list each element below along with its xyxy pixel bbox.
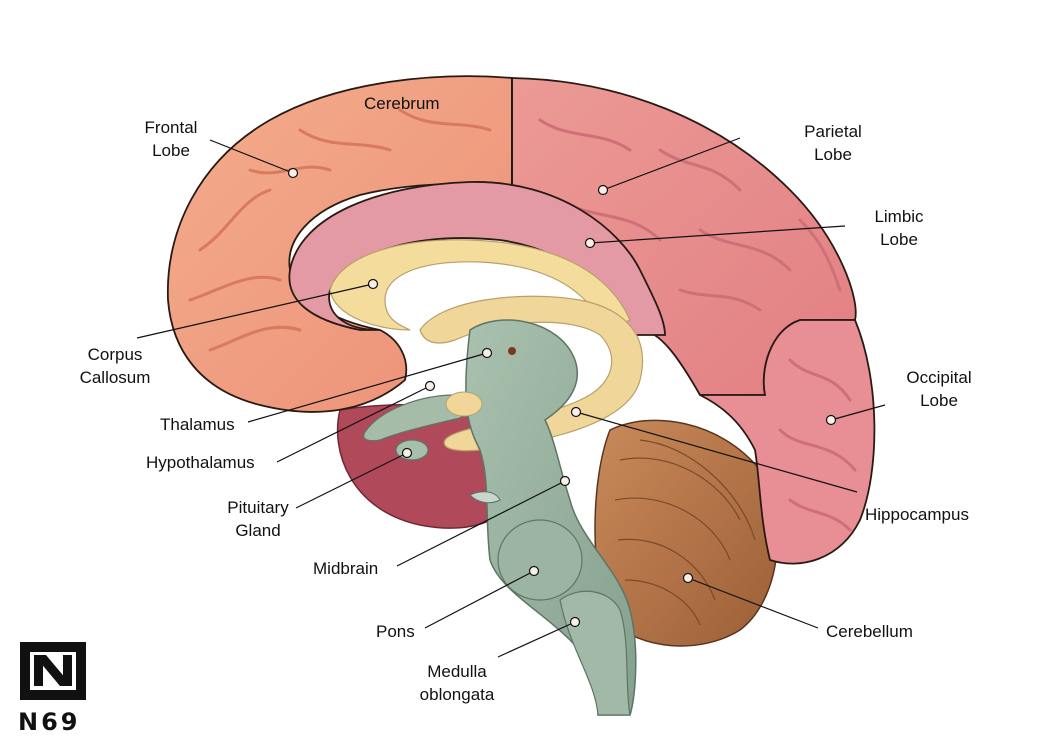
label-cerebrum: Cerebrum: [364, 94, 440, 113]
leader-lines: [136, 137, 886, 658]
label-corpus-callosum: Corpus Callosum: [79, 345, 151, 387]
frontal-gyri: [188, 108, 492, 352]
corpus-callosum-shape: [329, 239, 631, 331]
hypothalamus-stalk: [363, 394, 468, 442]
label-midbrain: Midbrain: [313, 559, 379, 578]
label-markers: [287, 167, 837, 628]
label-cerebellum: Cerebellum: [826, 622, 913, 641]
occipital-gyri: [778, 358, 857, 532]
hippocampus-shape: [419, 295, 644, 452]
label-hippocampus: Hippocampus: [865, 505, 969, 524]
logo-text: N69: [18, 708, 81, 736]
thalamus-dot: [508, 347, 516, 355]
label-medulla-oblongata: Medulla oblongata: [419, 662, 495, 704]
label-limbic-lobe: Limbic Lobe: [874, 207, 924, 249]
label-parietal-lobe: Parietal Lobe: [804, 122, 862, 164]
parietal-gyri: [538, 118, 842, 312]
nerve: [469, 491, 501, 504]
n69-logo-icon: [20, 642, 86, 700]
label-pons: Pons: [376, 622, 415, 641]
pituitary-gland-shape: [395, 439, 429, 461]
mammillary-body: [445, 391, 483, 417]
frontal-lobe-shape: [166, 75, 513, 413]
label-pituitary-gland: Pituitary Gland: [227, 498, 289, 540]
pons-shape: [497, 519, 583, 601]
label-hypothalamus: Hypothalamus: [146, 453, 255, 472]
medulla-shape: [559, 590, 631, 716]
label-occipital-lobe: Occipital Lobe: [906, 368, 972, 410]
label-frontal-lobe: Frontal Lobe: [144, 118, 198, 160]
label-thalamus: Thalamus: [160, 415, 235, 434]
